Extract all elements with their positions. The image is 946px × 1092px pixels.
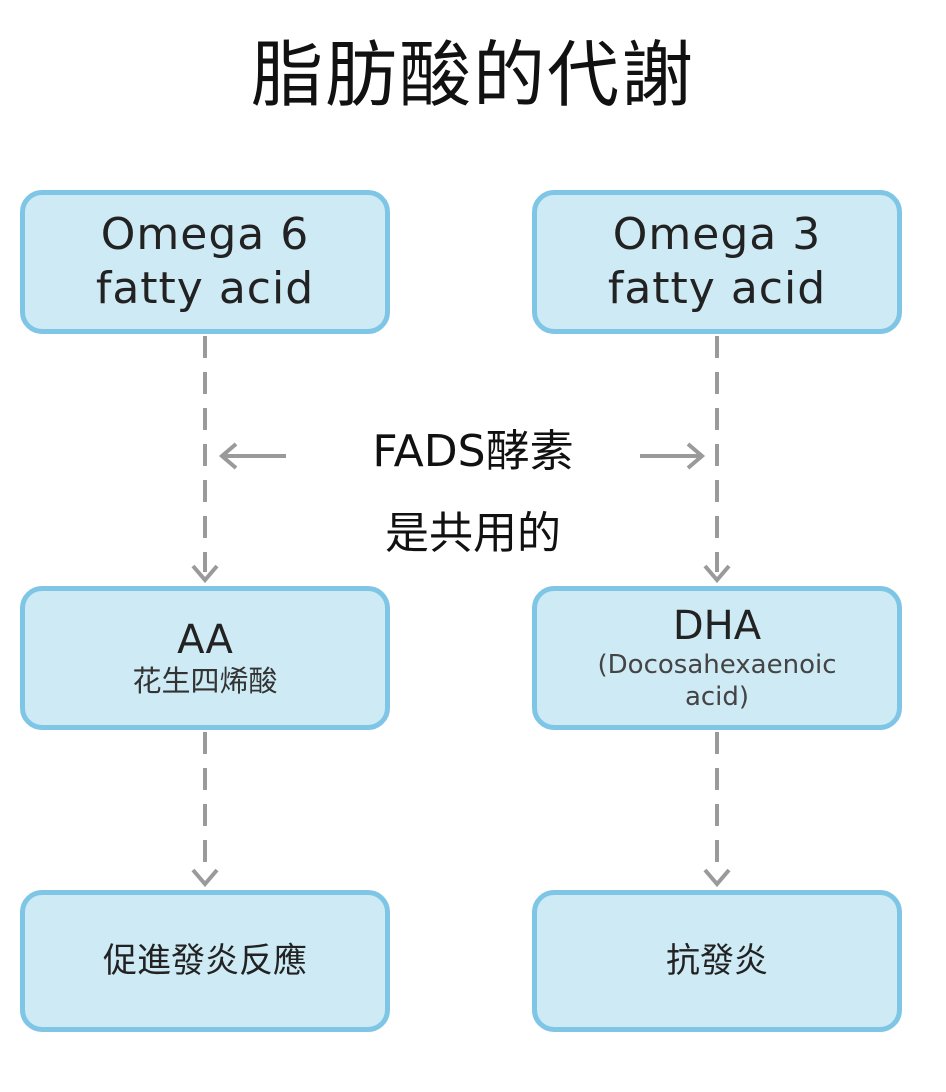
right-result-box: 抗發炎 (532, 890, 902, 1032)
right-result-label: 抗發炎 (666, 941, 768, 981)
right-pointing-arrowhead (686, 442, 706, 470)
omega3-line1: Omega 3 (612, 209, 822, 260)
omega3-box: Omega 3 fatty acid (532, 190, 902, 334)
enzyme-label-line1: FADS酵素 (372, 426, 574, 477)
omega6-line2: fatty acid (95, 263, 315, 314)
omega6-line1: Omega 6 (100, 209, 310, 260)
left-arrowhead-bottom (191, 868, 219, 888)
left-result-label: 促進發炎反應 (103, 941, 307, 981)
dha-name: DHA (672, 603, 762, 649)
enzyme-label-line2: 是共用的 (385, 508, 561, 559)
left-result-box: 促進發炎反應 (20, 890, 390, 1032)
left-pointing-arrowhead (218, 442, 238, 470)
aa-description: 花生四烯酸 (132, 664, 278, 698)
left-arrowhead-top (191, 564, 219, 584)
right-arrowhead-top (703, 564, 731, 584)
omega6-box: Omega 6 fatty acid (20, 190, 390, 334)
right-arrowhead-bottom (703, 868, 731, 888)
dha-box: DHA (Docosahexaenoic acid) (532, 586, 902, 730)
aa-name: AA (177, 617, 233, 663)
dha-description-line2: acid) (684, 682, 750, 712)
omega3-line2: fatty acid (607, 263, 827, 314)
dha-description-line1: (Docosahexaenoic (597, 650, 837, 680)
aa-box: AA 花生四烯酸 (20, 586, 390, 730)
diagram-title: 脂肪酸的代謝 (250, 33, 695, 117)
